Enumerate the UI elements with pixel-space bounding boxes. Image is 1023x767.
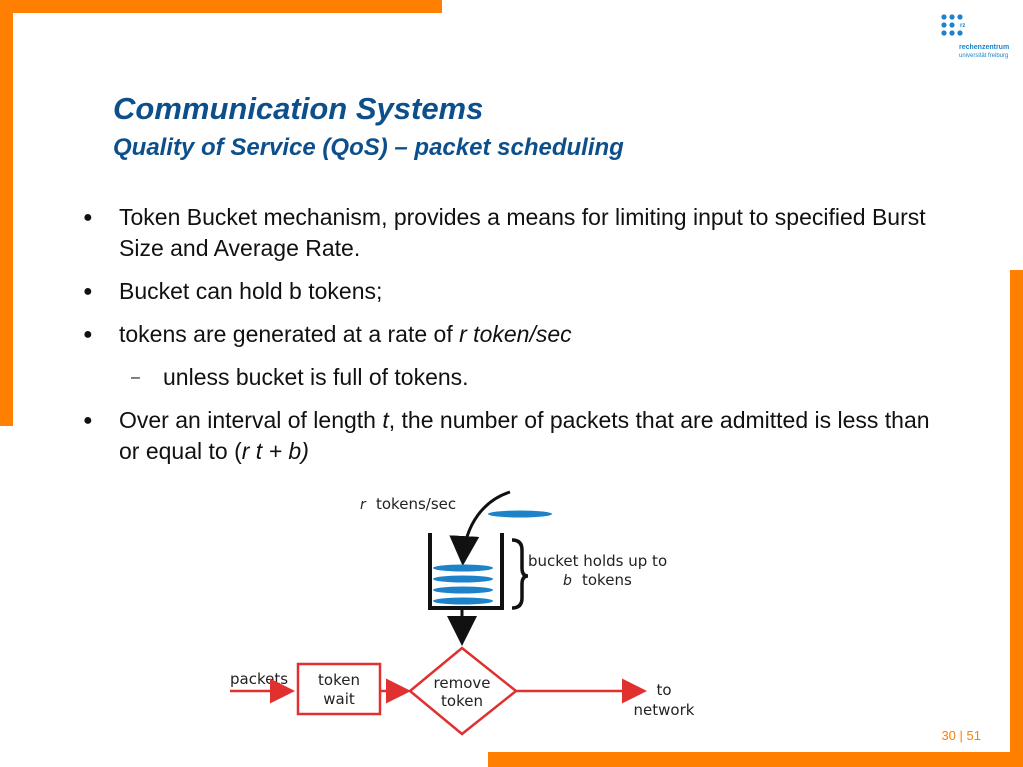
sub-bullet-dash-icon: – xyxy=(131,369,140,386)
frame-right-bar xyxy=(1010,270,1023,767)
rz-logo-icon xyxy=(941,14,963,36)
page-separator: | xyxy=(955,728,967,743)
token-arrow xyxy=(449,490,511,566)
remove-token-label-1: remove xyxy=(434,674,491,692)
bullet-text: tokens are generated at a rate of xyxy=(119,321,460,347)
bullet-text: Token Bucket mechanism, provides a means… xyxy=(119,204,926,261)
logo-mark: rz xyxy=(960,23,966,29)
bullet-dot-icon: ● xyxy=(83,283,93,300)
remove-token-label-2: token xyxy=(441,692,483,710)
bucket xyxy=(428,533,504,610)
token-wait-box xyxy=(296,662,382,716)
bullet-dot-icon: ● xyxy=(83,209,93,226)
slide-title: Communication Systems xyxy=(113,91,484,126)
bullet-dot-icon: ● xyxy=(83,326,93,343)
page-total: 51 xyxy=(966,728,981,743)
bucket-capacity-label-2: tokens xyxy=(582,571,632,589)
logo-line-1: rechenzentrum xyxy=(959,44,1010,51)
sub-bullet-item: – unless bucket is full of tokens. xyxy=(83,362,953,393)
to-network-label-2: network xyxy=(634,701,695,719)
remove-token-diamond xyxy=(408,646,519,736)
bullet-list: ● Token Bucket mechanism, provides a mea… xyxy=(83,202,953,467)
bullet-item: ● tokens are generated at a rate of r to… xyxy=(83,319,953,350)
bucket-capacity-var: b xyxy=(563,573,572,589)
to-network-label-1: to xyxy=(656,681,671,699)
token-wait-label-1: token xyxy=(318,671,360,689)
bullet-text: , the number of packets that are admitte… xyxy=(119,407,930,464)
rate-label: tokens/sec xyxy=(376,495,456,513)
bucket-capacity-label-1: bucket holds up to xyxy=(528,552,667,570)
bullet-text-italic: r t + b) xyxy=(241,438,309,464)
bullet-item: ● Bucket can hold b tokens; xyxy=(83,276,953,307)
logo-text: rz xyxy=(960,22,965,30)
frame-bottom-bar xyxy=(488,752,1023,767)
token-bucket-diagram: r tokens/sec bucket holds up to b tokens… xyxy=(230,490,695,736)
slide-subtitle: Quality of Service (QoS) – packet schedu… xyxy=(113,134,624,161)
bullet-text-italic: t xyxy=(382,407,389,433)
bucket-token xyxy=(433,586,493,594)
sub-bullet-text: unless bucket is full of tokens. xyxy=(163,364,469,390)
bullet-text: Bucket can hold b tokens; xyxy=(119,278,383,304)
bullet-dot-icon: ● xyxy=(83,412,93,429)
bullet-item: ● Over an interval of length t, the numb… xyxy=(83,405,953,467)
bucket-token xyxy=(433,597,493,605)
incoming-token xyxy=(488,510,552,518)
capacity-brace-icon xyxy=(511,538,529,610)
bullet-text: Over an interval of length xyxy=(119,407,383,433)
frame-left-bar xyxy=(0,0,13,426)
page-current: 30 xyxy=(941,728,956,743)
logo-caption: rechenzentrum universität freiburg xyxy=(959,44,1009,60)
bullet-text-italic: r token/sec xyxy=(459,321,572,347)
logo-line-2: universität freiburg xyxy=(959,53,1009,59)
bucket-token xyxy=(433,564,493,572)
bucket-token xyxy=(433,575,493,583)
token-wait-label-2: wait xyxy=(323,690,355,708)
page-number: 30 | 51 xyxy=(941,728,981,743)
packets-label: packets xyxy=(230,670,288,688)
rate-var-label: r xyxy=(360,497,367,513)
frame-top-bar xyxy=(0,0,442,13)
bullet-item: ● Token Bucket mechanism, provides a mea… xyxy=(83,202,953,264)
